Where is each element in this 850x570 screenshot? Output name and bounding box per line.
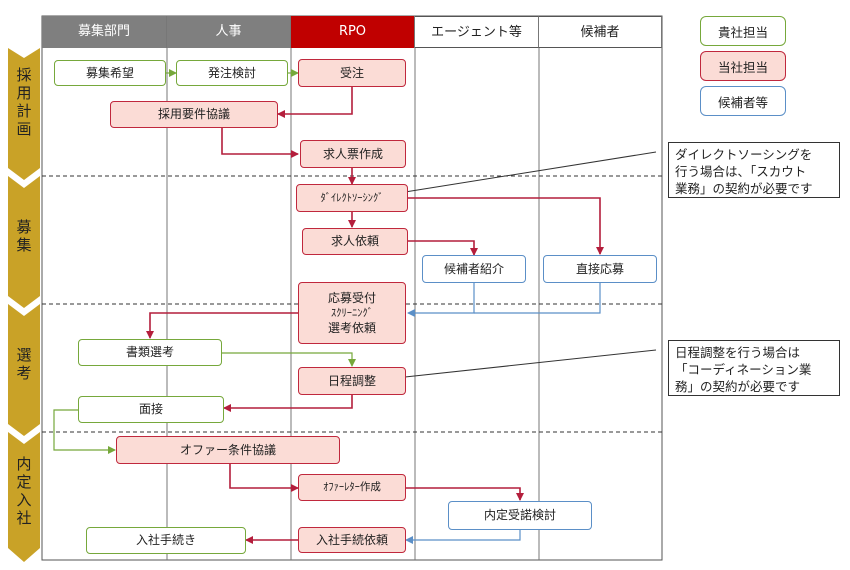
- arrow: [474, 283, 601, 314]
- arrow: [406, 487, 524, 501]
- arrow: [222, 352, 356, 367]
- box-nyusha-tetsuzuki: 入社手続き: [86, 527, 246, 554]
- column-header-agent: エージェント等: [415, 16, 539, 48]
- stage-chevron: [8, 176, 40, 308]
- stage-label-offer: 内定入社: [16, 455, 32, 527]
- arrow: [221, 128, 299, 158]
- note-line: ダイレクトソーシングを: [675, 147, 813, 162]
- arrow: [277, 87, 353, 118]
- box-shorui-senkou: 書類選考: [78, 339, 222, 366]
- arrow: [405, 530, 521, 544]
- stage-label-plan: 採用計画: [16, 66, 32, 138]
- box-kouhosha-shoukai: 候補者紹介: [422, 255, 526, 283]
- arrow: [146, 312, 298, 339]
- note-line: 業務」の契約が必要です: [675, 181, 813, 196]
- box-oubo-line1: 応募受付: [327, 290, 376, 305]
- stage-chevron: [8, 432, 40, 562]
- stage-label-select: 選考: [16, 346, 32, 382]
- callout-line: [404, 151, 657, 193]
- box-oubo-line2: ｽｸﾘｰﾆﾝｸﾞ: [331, 306, 373, 319]
- box-boshu-kibou: 募集希望: [54, 60, 166, 86]
- stage-label-recruit: 募集: [16, 218, 32, 254]
- note-coordination-contract: 日程調整を行う場合は 「コーディネーション業 務」の契約が必要です: [668, 340, 840, 396]
- legend-candidate: 候補者等: [700, 86, 786, 116]
- arrow: [229, 464, 299, 492]
- box-juchu: 受注: [298, 59, 406, 87]
- note-line: 日程調整を行う場合は: [675, 345, 801, 360]
- column-header-jinji: 人事: [167, 16, 291, 48]
- note-line: 務」の契約が必要です: [675, 379, 801, 394]
- note-line: 行う場合は、「スカウト: [675, 164, 807, 179]
- box-offer-kyougi: オファー条件協議: [116, 436, 340, 464]
- arrow: [408, 197, 604, 255]
- stage-chevron: [8, 304, 40, 436]
- box-nittei-chousei: 日程調整: [298, 367, 406, 395]
- legend-client: 貴社担当: [700, 16, 786, 46]
- box-kyujin-irai: 求人依頼: [302, 228, 408, 255]
- callout-line: [404, 349, 657, 378]
- box-oubo-uketsuke: 応募受付 ｽｸﾘｰﾆﾝｸﾞ 選考依頼: [298, 282, 406, 344]
- box-youken-kyougi: 採用要件協議: [110, 101, 278, 128]
- column-header-candidate: 候補者: [539, 16, 662, 48]
- box-direct-sourcing: ﾀﾞｲﾚｸﾄｿｰｼﾝｸﾞ: [296, 184, 408, 212]
- box-hacchu-kentou: 発注検討: [176, 60, 288, 86]
- box-naitei-kentou: 内定受諾検討: [448, 501, 592, 530]
- arrow: [53, 409, 116, 454]
- legend-rpo: 当社担当: [700, 51, 786, 81]
- note-scout-contract: ダイレクトソーシングを 行う場合は、「スカウト 業務」の契約が必要です: [668, 142, 840, 198]
- column-header-boshu: 募集部門: [42, 16, 167, 48]
- box-oubo-line3: 選考依頼: [327, 320, 376, 335]
- box-offer-letter: ｵﾌｧｰﾚﾀｰ作成: [298, 474, 406, 501]
- stage-chevron: [8, 48, 40, 180]
- arrow: [408, 240, 478, 256]
- box-mensetsu: 面接: [78, 396, 224, 423]
- note-line: 「コーディネーション業: [675, 362, 812, 377]
- arrow: [223, 395, 353, 412]
- box-nyusha-irai: 入社手続依頼: [298, 527, 406, 553]
- column-header-rpo: RPO: [291, 16, 415, 48]
- box-kyujinhyo: 求人票作成: [300, 140, 406, 168]
- box-chokusetsu-oubo: 直接応募: [543, 255, 657, 283]
